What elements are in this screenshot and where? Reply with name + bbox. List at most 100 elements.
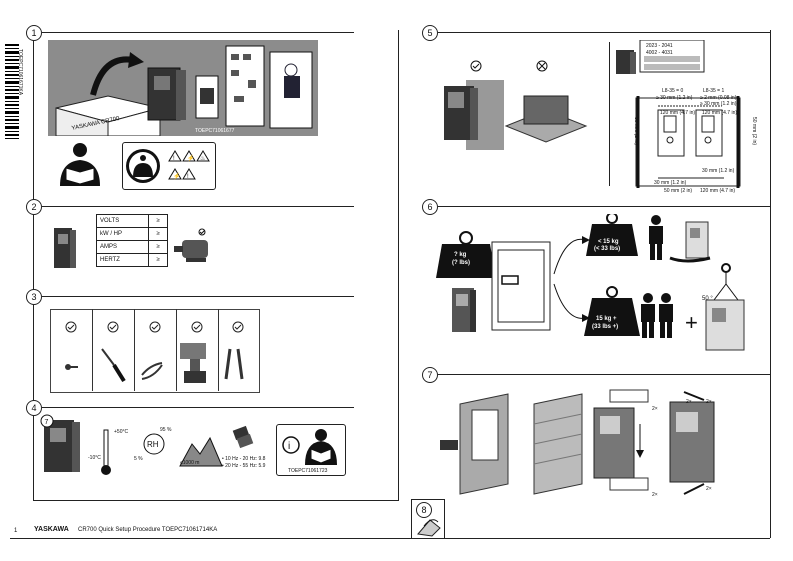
section-5-rule [438, 32, 770, 34]
vibration-2: • 20 Hz - 55 Hz: 5.9 [222, 463, 266, 469]
svg-text:!: ! [187, 174, 189, 180]
footer-text: CR700 Quick Setup Procedure TOEPC7106171… [78, 527, 218, 533]
gte-1: ≥ [148, 214, 168, 228]
weight-heavy-lbs: (33 lbs +) [592, 324, 619, 330]
section-5-divider [609, 42, 610, 186]
svg-text:i: i [288, 441, 290, 452]
section-4-rule [42, 407, 354, 409]
tool-divider-2 [134, 309, 135, 391]
mult-b: 2× [652, 492, 658, 498]
tbl-row-1: 2023 - 2041 [646, 43, 673, 49]
svg-text:⚡: ⚡ [187, 154, 194, 162]
drive-small-s2 [52, 226, 78, 270]
mid-mm: 30 mm (1.2 in) [702, 168, 735, 174]
mid-frame-line [398, 30, 399, 500]
mult-c: 2× [686, 399, 692, 405]
top-left-mm: 120 mm (4.7 in) [660, 110, 696, 116]
left-frame-line [33, 30, 34, 500]
barcode-text: TOEPC71061671KA [17, 49, 23, 96]
gte-2: ≥ [148, 227, 168, 241]
wall-mounting-diagram [440, 389, 715, 495]
tool-divider-4 [218, 309, 219, 391]
tbl-row-2: 4002 - 4031 [646, 50, 673, 56]
rating-kwhp: kW / HP [95, 227, 150, 241]
lifting-diagram [436, 214, 745, 351]
l8-left-sub: ≥ 30 mm (1.2 in) [656, 95, 693, 101]
svg-text:⚡: ⚡ [173, 172, 180, 180]
manual-code: TOEPC71061723 [288, 468, 328, 474]
section-1-rule [42, 32, 354, 34]
weight-heavy: 15 kg + [596, 316, 617, 322]
bottom-frame-line [33, 500, 399, 501]
section-5-number: 5 [422, 25, 438, 41]
tool-divider-1 [92, 309, 93, 391]
side-left-mm: 50 mm (2 in) [633, 116, 640, 146]
section-3-number: 3 [26, 289, 42, 305]
motor-icon [174, 228, 208, 262]
svg-text:!: ! [173, 156, 175, 162]
drive-s4: 7 [40, 414, 84, 476]
section-2-number: 2 [26, 199, 42, 215]
plus-sign: + [685, 310, 698, 335]
manual-reference-box: i [276, 424, 346, 476]
vibration-1: • 10 Hz - 20 Hz: 9.8 [222, 456, 266, 462]
tools-illustration [65, 321, 244, 383]
safety-warning-box: ! ⚡ ♨ ⚡! [122, 142, 216, 190]
section-6-rule [438, 206, 770, 208]
section-3-rule [42, 296, 354, 298]
section-7-rule [438, 374, 770, 376]
weight-light: < 15 kg [598, 239, 619, 245]
temp-high: +50°C [114, 429, 129, 435]
doc-code-s1: TOEPC71061677 [195, 128, 235, 134]
reading-person-icon [60, 143, 100, 186]
bot-left-mm: 30 mm (1.2 in) [654, 180, 687, 186]
rating-volts: VOLTS [95, 214, 150, 228]
mult-a: 2× [652, 406, 658, 412]
side-right-mm: 50 mm (2 in) [751, 116, 758, 146]
section-6-number: 6 [422, 199, 438, 215]
clearance-diagram [616, 40, 741, 188]
section-4-number: 4 [26, 400, 42, 416]
rh-high: 95 % [160, 427, 172, 433]
svg-text:RH: RH [147, 440, 159, 449]
weight-unknown: ? kg [454, 252, 467, 258]
mounting-orientation [444, 60, 588, 150]
l8-right-sub1: ≥ 2 mm (0.08 in) [700, 95, 737, 101]
svg-text:♨: ♨ [200, 155, 205, 162]
l8-right: L8-35 = 1 [703, 88, 725, 94]
bot-mm-1: 50 mm (2 in) [664, 188, 693, 194]
lift-angle: 50 ° [702, 296, 713, 302]
unboxing-illustration: YASKAWA CR700 [55, 45, 313, 137]
warning-symbols: ! ⚡ ♨ ⚡! [126, 149, 210, 183]
barcode [4, 44, 20, 140]
section-8-number: 8 [416, 502, 432, 518]
ratings-table: VOLTS≥ kW / HP≥ AMPS≥ HERTZ≥ [95, 214, 168, 267]
l8-left: L8-35 = 0 [662, 88, 684, 94]
footer-rule [10, 538, 420, 539]
tool-divider-3 [176, 309, 177, 391]
gte-3: ≥ [148, 240, 168, 254]
gte-4: ≥ [148, 253, 168, 267]
mult-d: 2× [706, 399, 712, 405]
section-2-rule [42, 206, 354, 208]
unboxing-panel: YASKAWA CR700 [48, 40, 318, 137]
top-right-mm: 120 mm (4.7 in) [702, 110, 738, 116]
motor-illustration [172, 228, 220, 264]
drive-icon-s4: 7 [40, 414, 80, 472]
section-7-number: 7 [422, 367, 438, 383]
drive-icon [54, 228, 76, 268]
environment-icons: RH [101, 425, 254, 475]
rating-hertz: HERTZ [95, 253, 150, 267]
l8-right-sub2: ≥ 30 mm (1.2 in) [700, 101, 737, 107]
svg-text:7: 7 [45, 419, 49, 426]
next-page-box[interactable]: 8 [411, 499, 445, 539]
page-turn-icon [417, 519, 441, 537]
bottom-right-frame-line [442, 538, 770, 539]
bot-mm-2: 120 mm (4.7 in) [700, 188, 736, 194]
footer-brand: YASKAWA [34, 526, 69, 533]
barcode-graphic [5, 44, 19, 139]
temp-low: -10°C [88, 455, 101, 461]
rating-amps: AMPS [95, 240, 150, 254]
weight-light-lbs: (< 33 lbs) [594, 246, 621, 252]
tools-box [50, 309, 260, 393]
